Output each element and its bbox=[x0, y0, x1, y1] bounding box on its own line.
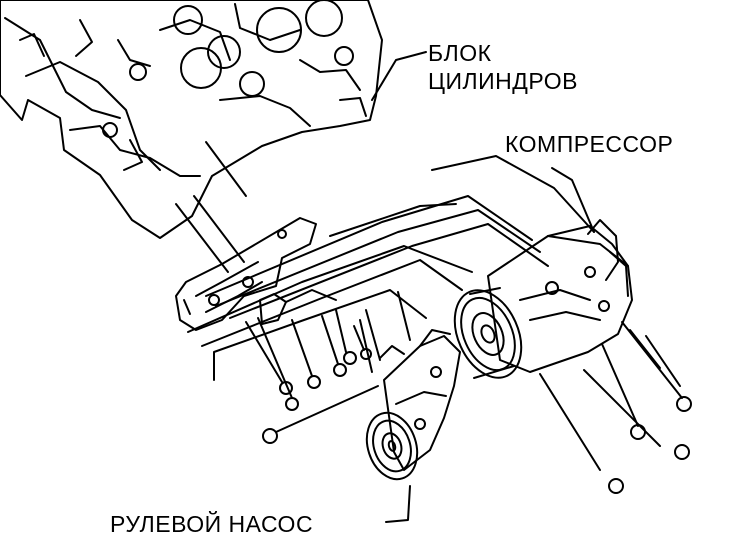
alignment-lines bbox=[187, 155, 595, 381]
compressor-label: КОМПРЕССОР bbox=[505, 131, 674, 157]
compressor bbox=[453, 219, 633, 379]
pump-leader bbox=[385, 485, 411, 523]
power-steering-pump bbox=[365, 291, 461, 481]
bracket-bolts bbox=[245, 309, 379, 444]
cylinder-block-label-line1: БЛОК bbox=[428, 40, 492, 66]
cylinder-block-leader bbox=[371, 51, 427, 101]
cylinder-block-label-line2: ЦИЛИНДРОВ bbox=[428, 68, 578, 94]
cylinder-block bbox=[0, 0, 383, 239]
power-steering-pump-label: РУЛЕВОЙ НАСОС bbox=[110, 511, 314, 537]
compressor-bolts bbox=[539, 321, 692, 494]
compressor-leader bbox=[551, 167, 595, 233]
